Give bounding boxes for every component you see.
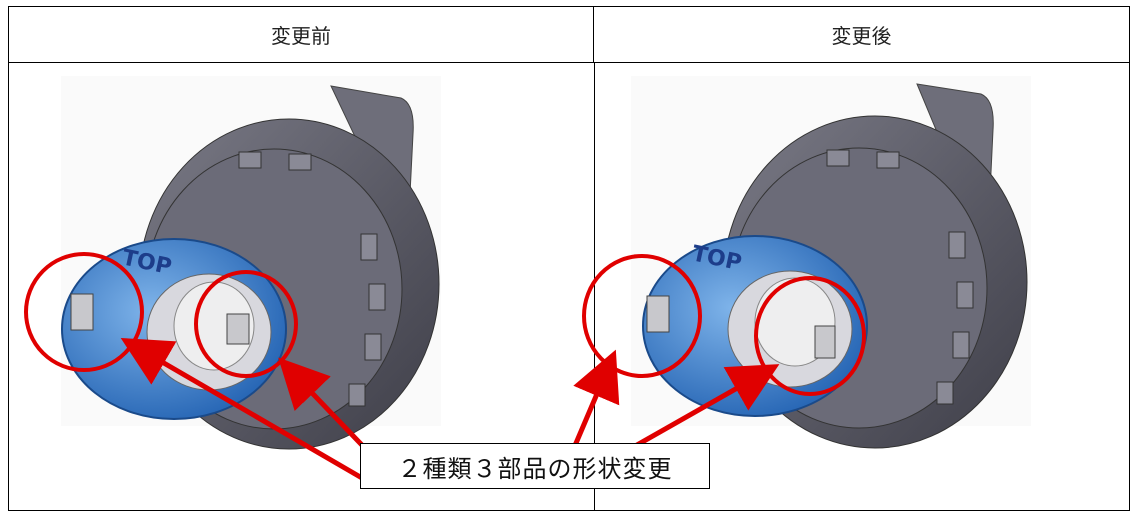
header-before: 変更前 <box>9 7 594 63</box>
callout-box: ２種類３部品の形状変更 <box>360 443 710 489</box>
header-after: 変更後 <box>594 7 1129 63</box>
comparison-table: 変更前 変更後 <box>8 6 1130 511</box>
